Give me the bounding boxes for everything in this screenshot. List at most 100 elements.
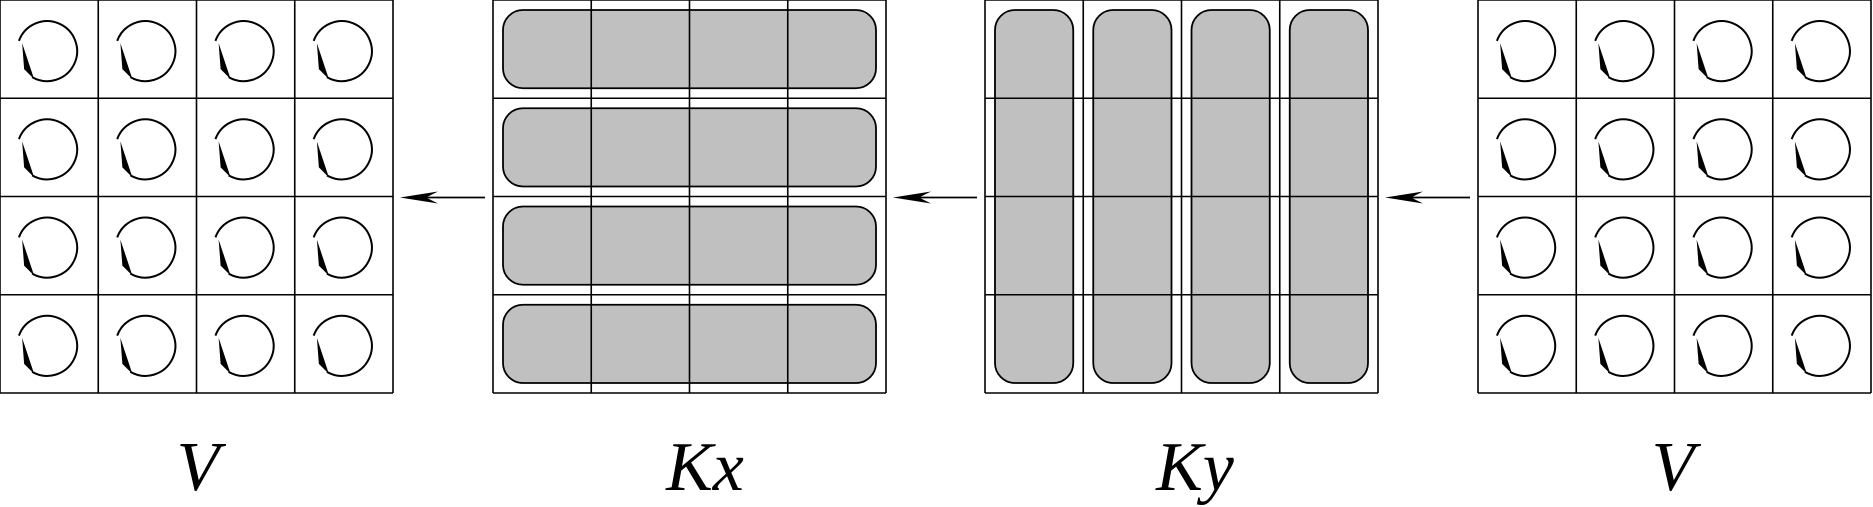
circular-arrow-icon <box>1495 216 1557 279</box>
swirl-arc <box>1692 314 1753 377</box>
circular-arrow-icon <box>116 216 177 279</box>
swirl-arrowhead <box>22 43 35 80</box>
swirl-arc <box>214 20 275 83</box>
circular-arrow-icon <box>17 314 79 377</box>
swirl-arrowhead <box>218 141 231 178</box>
label-kx: Kx <box>665 429 744 506</box>
swirl-arc <box>1692 118 1753 181</box>
swirl-arc <box>17 20 79 83</box>
circular-arrow-icon <box>312 20 373 83</box>
swirl-arrowhead <box>218 43 231 80</box>
swirl-arrowhead <box>1794 141 1807 178</box>
circular-arrow-icon <box>116 314 177 377</box>
panel-v-right <box>1477 0 1872 394</box>
swirl-arrowhead <box>316 141 329 178</box>
circular-arrow-icon <box>1692 20 1753 83</box>
circular-arrow-icon <box>1790 20 1851 83</box>
swirl-arrowhead <box>1794 239 1807 276</box>
circular-arrow-icon <box>1594 118 1655 181</box>
swirl-arrowhead <box>316 239 329 276</box>
swirl-arrowhead <box>120 337 133 374</box>
circular-arrow-icon <box>214 314 275 377</box>
arrow-kx-to-v-left <box>400 191 485 204</box>
swirl-arc <box>1790 20 1851 83</box>
circular-arrow-icon <box>1790 314 1851 377</box>
circular-arrow-icon <box>17 216 79 279</box>
circular-arrow-icon <box>214 20 275 83</box>
circular-arrow-icon <box>1790 216 1851 279</box>
swirl-arc <box>1495 314 1557 377</box>
swirl-arrowhead <box>1598 337 1611 374</box>
panels <box>0 0 1872 394</box>
swirl-arc <box>17 118 79 181</box>
swirl-arrowhead <box>1500 141 1513 178</box>
circular-arrow-icon <box>1495 314 1557 377</box>
swirl-arrowhead <box>218 337 231 374</box>
circular-arrow-icon <box>312 314 373 377</box>
arrow-ky-to-kx <box>893 191 977 204</box>
swirl-arrowhead <box>1500 239 1513 276</box>
swirl-arc <box>1495 118 1557 181</box>
circular-arrow-icon <box>1790 118 1851 181</box>
swirl-arc <box>312 118 373 181</box>
swirl-arc <box>1790 216 1851 279</box>
panel-kx <box>492 0 887 394</box>
swirl-arc <box>1692 20 1753 83</box>
circular-arrow-icon <box>116 118 177 181</box>
swirl-arrowhead <box>1696 141 1709 178</box>
swirl-arc <box>17 216 79 279</box>
swirl-arrowhead <box>22 337 35 374</box>
swirl-arc <box>1790 314 1851 377</box>
circular-arrow-icon <box>312 216 373 279</box>
swirl-arc <box>214 216 275 279</box>
swirl-arc <box>17 314 79 377</box>
swirl-arrowhead <box>120 239 133 276</box>
circular-arrow-icon <box>214 118 275 181</box>
circular-arrow-icon <box>1495 118 1557 181</box>
swirl-arc <box>116 20 177 83</box>
swirl-arc <box>214 118 275 181</box>
arrow-head-icon <box>400 191 438 204</box>
arrow-v-right-to-ky <box>1385 191 1470 204</box>
circular-arrow-icon <box>1594 314 1655 377</box>
swirl-arrowhead <box>1500 43 1513 80</box>
swirl-arrowhead <box>1696 43 1709 80</box>
swirl-arc <box>1594 118 1655 181</box>
swirl-arrowhead <box>1696 337 1709 374</box>
swirl-arrowhead <box>218 239 231 276</box>
panel-v-left <box>0 0 394 394</box>
swirl-arc <box>1495 216 1557 279</box>
swirl-arc <box>1790 118 1851 181</box>
label-ky: Ky <box>1155 429 1235 506</box>
swirl-arrowhead <box>1794 337 1807 374</box>
circular-arrow-icon <box>17 118 79 181</box>
circular-arrow-icon <box>1692 216 1753 279</box>
arrow-head-icon <box>893 191 931 204</box>
circular-arrow-icon <box>214 216 275 279</box>
circular-arrow-icon <box>17 20 79 83</box>
swirl-arc <box>214 314 275 377</box>
swirl-arc <box>116 118 177 181</box>
swirl-arc <box>1495 20 1557 83</box>
swirl-arrowhead <box>1598 239 1611 276</box>
swirl-arrowhead <box>1696 239 1709 276</box>
swirl-arc <box>312 216 373 279</box>
swirl-arc <box>312 20 373 83</box>
label-v-right: V <box>1652 429 1702 506</box>
circular-arrow-icon <box>1692 118 1753 181</box>
arrows <box>400 191 1470 204</box>
circular-arrow-icon <box>1495 20 1557 83</box>
swirl-arrowhead <box>120 43 133 80</box>
label-v-left: V <box>177 429 227 506</box>
swirl-arc <box>1692 216 1753 279</box>
swirl-arc <box>1594 216 1655 279</box>
arrow-head-icon <box>1385 191 1423 204</box>
swirl-arc <box>312 314 373 377</box>
swirl-arrowhead <box>1500 337 1513 374</box>
circular-arrow-icon <box>1594 20 1655 83</box>
swirl-arc <box>1594 20 1655 83</box>
swirl-arc <box>1594 314 1655 377</box>
swirl-arc <box>116 314 177 377</box>
panel-ky <box>984 0 1379 394</box>
